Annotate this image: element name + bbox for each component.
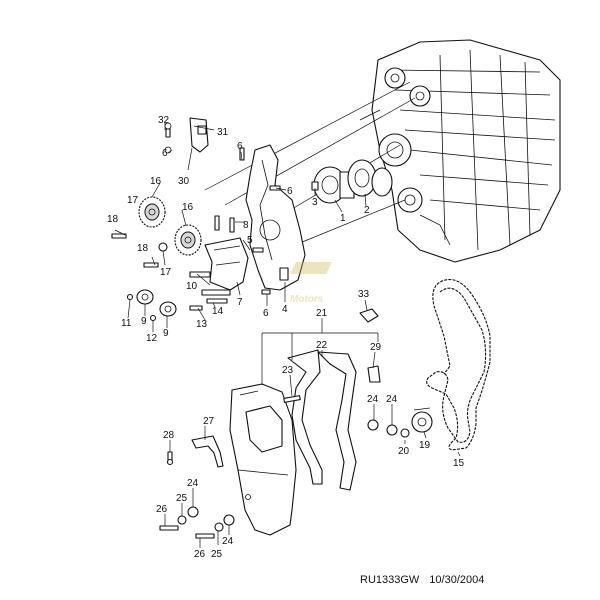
tensioner-pulley-19 bbox=[411, 407, 433, 433]
callout-24: 24 bbox=[187, 478, 199, 489]
camshaft-sprocket-upper bbox=[138, 196, 166, 228]
callout-6: 6 bbox=[237, 141, 243, 152]
water-pump-gasket bbox=[371, 167, 393, 197]
callout-14: 14 bbox=[212, 306, 224, 317]
idler-pulley-1 bbox=[136, 289, 154, 305]
callout-24: 24 bbox=[386, 394, 398, 405]
callout-22: 22 bbox=[316, 340, 328, 351]
bolt-28 bbox=[166, 451, 174, 466]
callout-7: 7 bbox=[237, 297, 243, 308]
callout-15: 15 bbox=[453, 458, 465, 469]
diagram-date: 10/30/2004 bbox=[429, 574, 485, 586]
callout-6: 6 bbox=[287, 186, 293, 197]
cover-seal-strip bbox=[287, 349, 357, 491]
callout-10: 10 bbox=[186, 281, 198, 292]
callout-16: 16 bbox=[150, 176, 162, 187]
callout-11: 11 bbox=[121, 318, 132, 329]
leader-lines bbox=[114, 123, 461, 548]
right-small-parts bbox=[359, 308, 410, 438]
diagram-footer: RU1333GW 10/30/2004 bbox=[360, 574, 494, 586]
callout-25: 25 bbox=[211, 549, 223, 560]
watermark-text: Motors bbox=[290, 294, 324, 305]
callout-20: 20 bbox=[398, 446, 410, 457]
callout-9: 9 bbox=[141, 316, 147, 327]
callout-9: 9 bbox=[163, 328, 169, 339]
callout-30: 30 bbox=[178, 176, 190, 187]
tensioner-assembly bbox=[189, 237, 249, 304]
callout-32: 32 bbox=[158, 115, 170, 126]
callout-18: 18 bbox=[137, 243, 149, 254]
seal-strip-short bbox=[283, 395, 301, 403]
callout-26: 26 bbox=[156, 504, 168, 515]
callout-28: 28 bbox=[163, 430, 175, 441]
callout-13: 13 bbox=[196, 319, 208, 330]
lower-bolts-washers bbox=[159, 506, 235, 539]
tensioner-bracket bbox=[164, 117, 209, 154]
cover-bracket bbox=[191, 435, 224, 468]
callout-12: 12 bbox=[146, 333, 158, 344]
callout-33: 33 bbox=[358, 289, 370, 300]
callout-21: 21 bbox=[316, 308, 328, 319]
watermark-logo: Motors bbox=[290, 262, 332, 305]
callout-19: 19 bbox=[419, 440, 431, 451]
callout-8: 8 bbox=[243, 220, 249, 231]
rear-timing-cover bbox=[245, 144, 306, 291]
callout-3: 3 bbox=[312, 197, 318, 208]
callout-29: 29 bbox=[370, 342, 382, 353]
idler-pulley-2 bbox=[159, 301, 177, 317]
callout-24: 24 bbox=[222, 536, 234, 547]
timing-belt bbox=[426, 279, 491, 451]
callout-4: 4 bbox=[282, 304, 288, 315]
front-timing-cover bbox=[229, 383, 297, 536]
callout-27: 27 bbox=[203, 416, 215, 427]
engine-block bbox=[359, 39, 561, 263]
callout-1: 1 bbox=[340, 213, 346, 224]
callout-16: 16 bbox=[182, 202, 194, 213]
callout-17: 17 bbox=[127, 195, 139, 206]
callout-24: 24 bbox=[367, 394, 379, 405]
callout-5: 5 bbox=[247, 235, 253, 246]
callout-26: 26 bbox=[194, 549, 206, 560]
diagram-code: RU1333GW bbox=[360, 574, 420, 586]
callout-23: 23 bbox=[282, 365, 294, 376]
callout-2: 2 bbox=[364, 205, 370, 216]
callout-25: 25 bbox=[176, 493, 188, 504]
callout-31: 31 bbox=[217, 127, 229, 138]
callout-labels: 32 31 6 30 16 6 6 3 1 2 17 16 18 8 5 18 … bbox=[107, 115, 465, 560]
callout-6: 6 bbox=[263, 308, 269, 319]
callout-6: 6 bbox=[162, 148, 168, 159]
callout-18: 18 bbox=[107, 214, 119, 225]
camshaft-sprocket-lower bbox=[174, 224, 202, 256]
small-bolts-upper bbox=[111, 147, 319, 322]
water-pump bbox=[313, 159, 377, 204]
callout-17: 17 bbox=[160, 267, 172, 278]
